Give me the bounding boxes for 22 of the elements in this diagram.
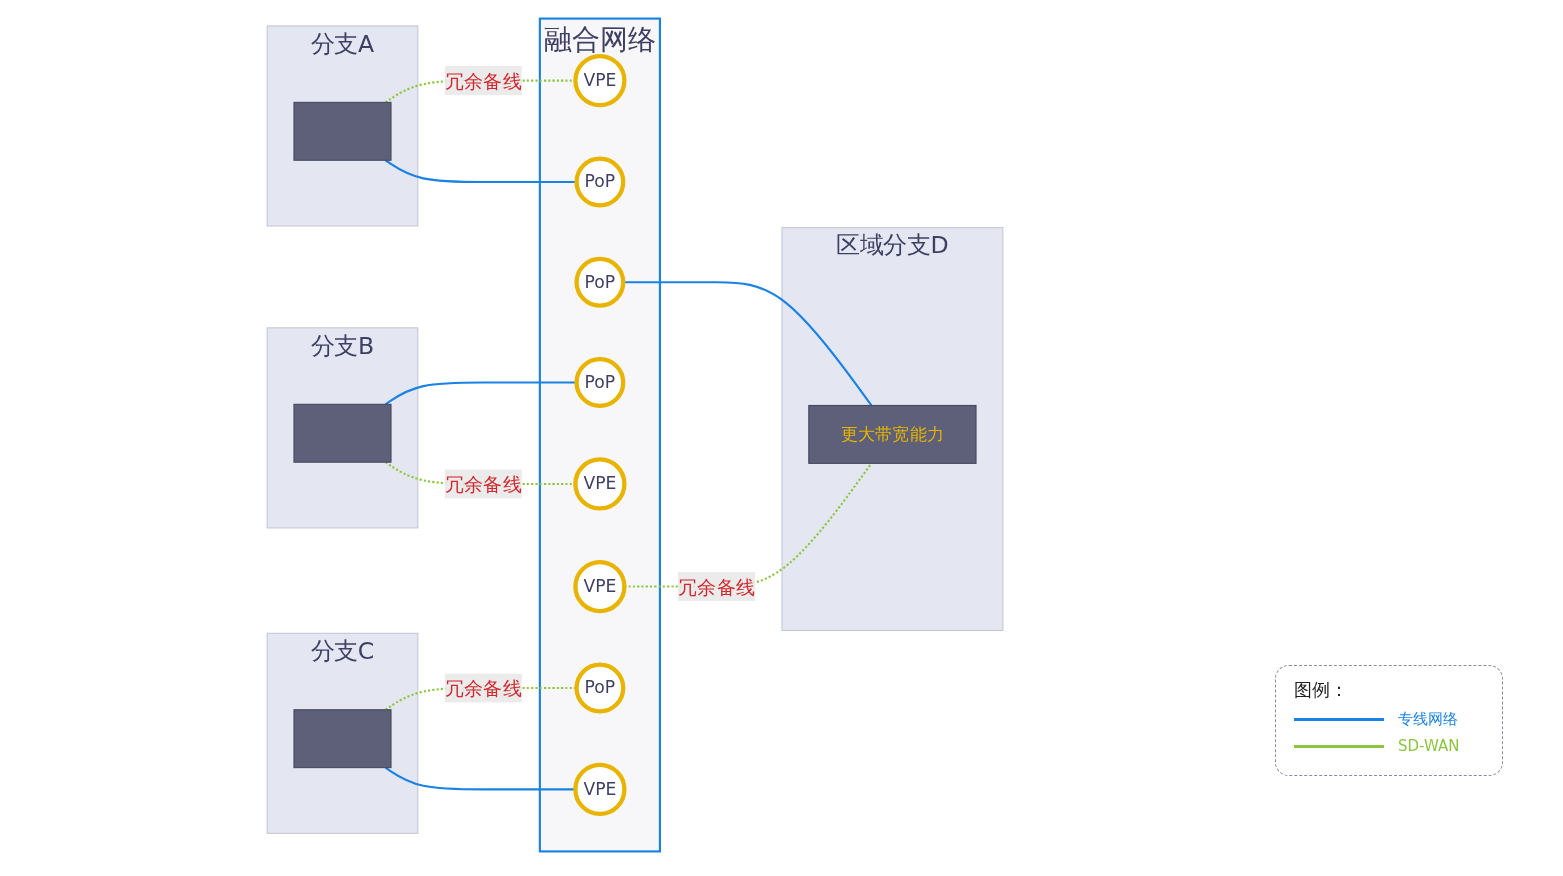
legend-label: 专线网络 — [1398, 710, 1458, 729]
node-circle: PoP — [574, 357, 626, 408]
node-circle: PoP — [574, 256, 626, 308]
node-box: 更大带宽能力 — [808, 404, 977, 464]
edge-label: 冗余备线 — [444, 472, 522, 496]
cluster: 分支A — [266, 25, 419, 227]
node-circle: VPE — [573, 457, 627, 511]
node-box — [293, 101, 392, 161]
node-box — [293, 709, 392, 769]
node-circle: VPE — [573, 53, 627, 108]
legend-title: 图例： — [1294, 678, 1349, 702]
legend-label: SD-WAN — [1398, 737, 1460, 755]
cluster: 分支B — [266, 327, 419, 529]
node-circle: VPE — [573, 559, 627, 614]
node-circle: VPE — [573, 762, 627, 817]
edge-label: 冗余备线 — [444, 676, 522, 700]
edge-label: 冗余备线 — [678, 575, 756, 598]
node-circle: PoP — [574, 156, 626, 208]
cluster: 分支C — [266, 632, 419, 834]
node-box — [293, 403, 392, 463]
node-circle: PoP — [574, 662, 626, 714]
edge-label: 冗余备线 — [444, 69, 522, 92]
